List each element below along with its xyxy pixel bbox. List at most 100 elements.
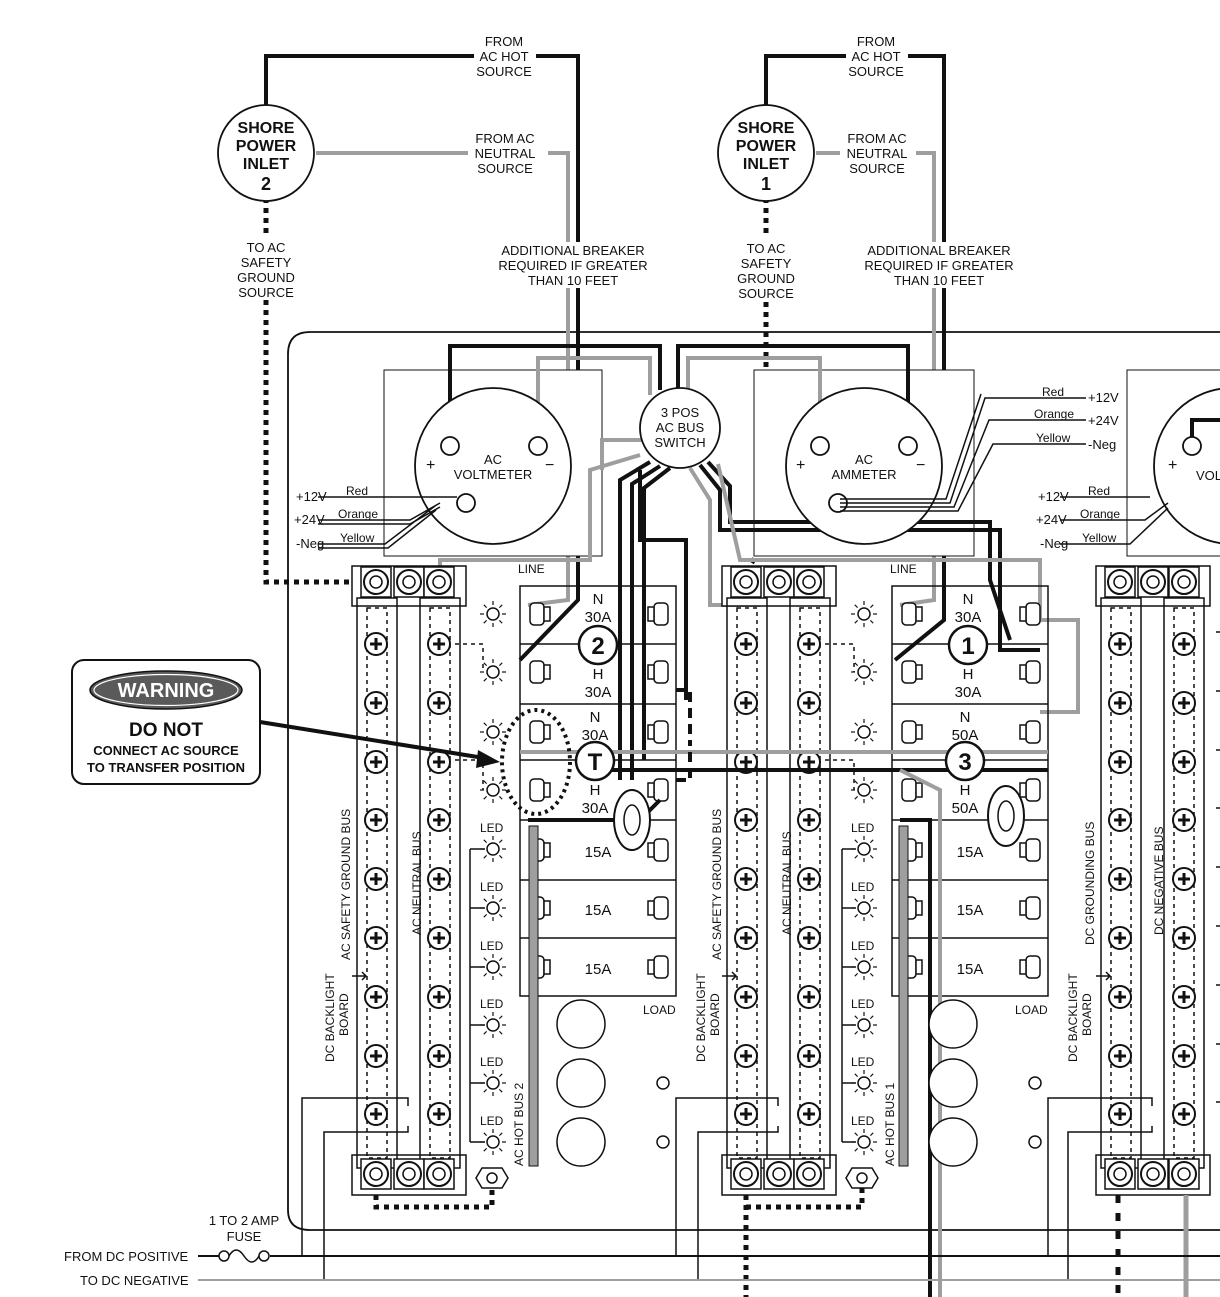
bus-screw <box>1108 632 1132 656</box>
ac-voltmeter: + − AC VOLTMETER <box>414 387 572 545</box>
gnd-left-l3: GROUND <box>237 270 295 285</box>
bus-screw <box>797 1044 821 1068</box>
bus-stud <box>360 1158 392 1190</box>
dc-negative-bus-label: DC NEGATIVE BUS <box>1152 827 1166 935</box>
bus-screw <box>797 808 821 832</box>
blank-knockouts <box>556 999 1042 1167</box>
dc-neg-feed-mid <box>697 1126 779 1280</box>
bus-stud <box>1168 1158 1200 1190</box>
hot-wire-inlet2 <box>264 54 580 662</box>
voltmeter-plus: + <box>426 457 435 474</box>
bus-screw <box>427 867 451 891</box>
ac-neutral-bus-label-left: AC NEUTRAL BUS <box>410 831 424 935</box>
breaker-load-clip <box>647 720 669 744</box>
hot-left-l2: AC HOT <box>479 49 528 64</box>
current-transformer-left <box>613 789 651 851</box>
bus-stud <box>1137 566 1169 598</box>
led-label: LED <box>480 939 504 953</box>
amm-red: Red <box>1042 385 1064 399</box>
ac-hot-bus-1-label: AC HOT BUS 1 <box>883 1083 897 1166</box>
bus-screw <box>1172 691 1196 715</box>
breaker-load-clip <box>647 955 669 979</box>
led-label: LED <box>851 821 875 835</box>
bl-b2: 15A <box>585 902 612 919</box>
bl-h2: H <box>590 782 601 799</box>
voltmeter-r-wire <box>1190 418 1220 437</box>
breaker-load-clip <box>1019 955 1041 979</box>
switch-l2: AC BUS <box>656 420 705 435</box>
bus-stud <box>793 566 825 598</box>
amm-p12: +12V <box>1088 390 1119 405</box>
bus-stud <box>393 566 425 598</box>
bus-stud <box>423 566 455 598</box>
breaker-line-clip <box>529 720 551 744</box>
led-icon <box>851 895 877 921</box>
shore-power-inlet-1: SHORE POWER INLET 1 <box>717 104 815 202</box>
bb-right-l1: DC BACKLIGHT <box>1066 973 1080 1062</box>
switch-wire-4 <box>676 344 910 438</box>
bus-screw <box>364 808 388 832</box>
inlet2-number: 2 <box>261 174 271 194</box>
bus-stud <box>793 1158 825 1190</box>
br-r4: 50A <box>952 800 979 817</box>
led-icon <box>480 954 506 980</box>
ammeter-minus: − <box>916 457 925 474</box>
left-p12: +12V <box>296 489 327 504</box>
gnd-right-l2: SAFETY <box>741 256 792 271</box>
switch-wire-2 <box>536 356 652 438</box>
warning-title: WARNING <box>118 680 215 702</box>
to-ac-ground-label-right: TO AC SAFETY GROUND SOURCE <box>737 241 795 301</box>
ac-hot-bus-2-label: AC HOT BUS 2 <box>512 1083 526 1166</box>
backlight-wires-right: +12V +24V -Neg Red Orange Yellow <box>1036 484 1169 551</box>
hot-right-l1: FROM <box>857 34 895 49</box>
gnd-right-l4: SOURCE <box>738 286 794 301</box>
bus-screw <box>797 632 821 656</box>
switch-wire-5 <box>600 438 645 470</box>
hot-left-l3: SOURCE <box>476 64 532 79</box>
led-icon <box>851 659 877 685</box>
right-neg: -Neg <box>1040 536 1068 551</box>
bl-h1: H <box>593 666 604 683</box>
neu-right-l3: SOURCE <box>849 161 905 176</box>
addl-right-l1: ADDITIONAL BREAKER <box>867 243 1010 258</box>
switch-wire-1 <box>448 344 662 438</box>
bb-left-l1: DC BACKLIGHT <box>323 973 337 1062</box>
addl-right-l3: THAN 10 FEET <box>894 273 984 288</box>
ground-stud-mid <box>845 1167 879 1189</box>
dc-neg-feed-right <box>1067 1126 1153 1280</box>
right-orange: Orange <box>1080 507 1120 521</box>
led-icon <box>480 601 506 627</box>
led-label: LED <box>480 997 504 1011</box>
fuse-label-l1: 1 TO 2 AMP <box>209 1213 279 1228</box>
ammeter-l1: AC <box>855 452 873 467</box>
bl-r4: 30A <box>582 800 609 817</box>
ac-bus-switch[interactable]: 3 POS AC BUS SWITCH <box>639 387 721 469</box>
bus-screw <box>797 985 821 1009</box>
breaker-line-clip <box>529 660 551 684</box>
bus-screw <box>1108 750 1132 774</box>
breaker-load-clip <box>1019 660 1041 684</box>
bus-screw <box>1108 867 1132 891</box>
bl-r2: 30A <box>585 684 612 701</box>
gnd-left-l1: TO AC <box>247 240 286 255</box>
position-1-text: 1 <box>961 633 974 660</box>
neu-right-l2: NEUTRAL <box>847 146 908 161</box>
shore-power-inlet-2: SHORE POWER INLET 2 <box>217 104 315 202</box>
bus-screw <box>1108 1044 1132 1068</box>
left-p24: +24V <box>294 512 325 527</box>
bus-screw <box>427 750 451 774</box>
bl-n2: N <box>590 709 601 726</box>
led-label: LED <box>480 821 504 835</box>
bus-screw <box>734 1044 758 1068</box>
neu-left-l2: NEUTRAL <box>475 146 536 161</box>
gnd-left-l2: SAFETY <box>241 255 292 270</box>
hot-right-l2: AC HOT <box>851 49 900 64</box>
hot-wire-inlet1 <box>764 54 946 662</box>
breaker-labels-left: N 30A H 30A N 30A H 30A 15A 15A 15A <box>582 591 612 978</box>
bus-screw <box>364 1102 388 1126</box>
led-icon <box>480 895 506 921</box>
right-red: Red <box>1088 484 1110 498</box>
breaker-line-clip <box>901 660 923 684</box>
bus-screw <box>1172 750 1196 774</box>
